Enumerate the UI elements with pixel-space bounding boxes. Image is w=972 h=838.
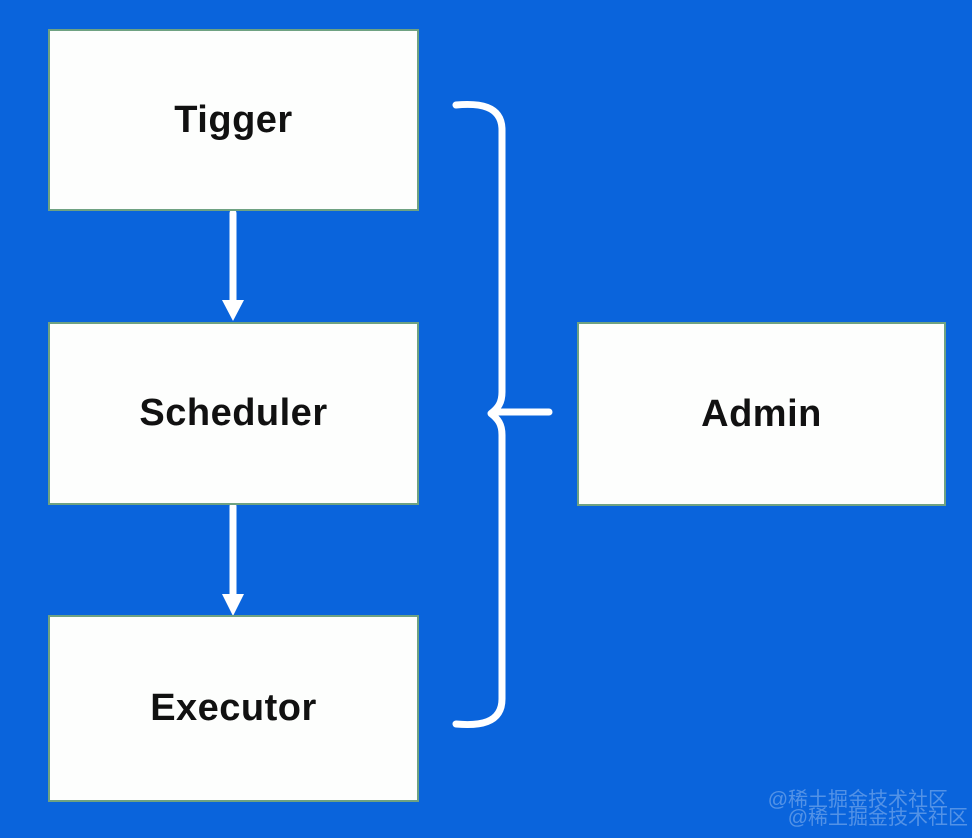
node-executor: Executor	[48, 615, 419, 802]
node-admin-label: Admin	[701, 392, 822, 435]
node-admin: Admin	[577, 322, 946, 506]
watermark-line-2: @稀土掘金技术社区	[787, 807, 968, 829]
arrow-scheduler-to-executor	[222, 502, 244, 616]
brace-curly-bracket	[452, 100, 506, 729]
arrow-tigger-to-scheduler	[222, 209, 244, 321]
node-tigger: Tigger	[48, 29, 419, 211]
watermark-line-1: @稀土掘金技术社区	[767, 789, 948, 811]
node-scheduler-label: Scheduler	[139, 392, 328, 434]
node-tigger-label: Tigger	[174, 98, 293, 141]
node-executor-label: Executor	[150, 687, 317, 729]
node-scheduler: Scheduler	[48, 322, 419, 505]
